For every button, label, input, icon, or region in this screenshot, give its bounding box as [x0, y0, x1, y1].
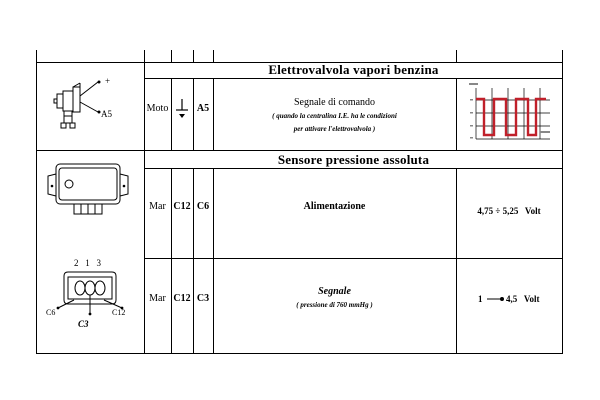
section-title-map-sensor: Sensore pressione assoluta — [277, 152, 430, 167]
ground-icon — [176, 99, 188, 118]
grid-line — [562, 50, 563, 354]
note-line-2: per attivare l'elettrovalvola ) — [293, 125, 376, 133]
signal-waveform — [469, 83, 550, 140]
evap-valve-drawing: + A5 — [53, 76, 112, 129]
voltage-from: 1 — [478, 294, 483, 304]
pin-label: C6 — [196, 201, 210, 212]
connector-label: Moto — [146, 103, 169, 114]
description: Alimentazione — [303, 201, 366, 212]
plug-bottom-label: C3 — [78, 319, 89, 329]
grid-line — [144, 78, 563, 79]
plug-pin-numbers: 2 1 3 — [74, 258, 102, 268]
connector-plug-drawing: 2 1 3 C6 C12 C3 — [46, 258, 125, 329]
grid-line — [171, 78, 172, 150]
component-pin-label: A5 — [101, 109, 112, 119]
pin-label: C3 — [196, 293, 210, 304]
voltage-to: 4,5 Volt — [506, 294, 540, 304]
grid-line — [213, 50, 214, 62]
description: Segnale di comando — [293, 97, 376, 108]
pin-label: A5 — [196, 103, 210, 114]
description: Segnale — [318, 286, 351, 297]
connector-label: Mar — [149, 293, 166, 304]
grid-line — [144, 168, 563, 169]
grid-line — [213, 78, 214, 150]
voltage-range: 1 4,5 Volt — [456, 292, 562, 306]
plus-label: + — [105, 76, 110, 86]
grid-line — [456, 50, 457, 62]
grid-line — [36, 62, 563, 63]
range-arrow-icon — [487, 297, 504, 301]
note: ( pressione di 760 mmHg ) — [296, 301, 373, 309]
voltage-value: 4,75 ÷ 5,25 Volt — [477, 206, 541, 216]
grid-line — [193, 50, 194, 62]
grid-line — [193, 78, 194, 150]
grid-line — [144, 50, 145, 354]
grid-line — [36, 353, 563, 354]
grid-line — [36, 50, 37, 354]
plug-left-label: C6 — [46, 308, 55, 317]
grid-line — [456, 168, 457, 354]
pressure-sensor-drawing — [47, 163, 129, 215]
ecu-pin-label: C12 — [173, 201, 191, 212]
grid-line — [456, 78, 457, 150]
plug-right-label: C12 — [112, 308, 125, 317]
grid-line — [171, 168, 172, 354]
grid-line — [36, 150, 563, 151]
grid-line — [193, 168, 194, 354]
section-title-evap-valve: Elettrovalvola vapori benzina — [268, 62, 439, 77]
grid-line — [213, 168, 214, 354]
grid-line — [171, 50, 172, 62]
grid-line — [144, 258, 563, 259]
ecu-pin-label: C12 — [173, 293, 191, 304]
connector-label: Mar — [149, 201, 166, 212]
note-line-1: ( quando la centralina I.E. ha le condiz… — [272, 112, 397, 120]
